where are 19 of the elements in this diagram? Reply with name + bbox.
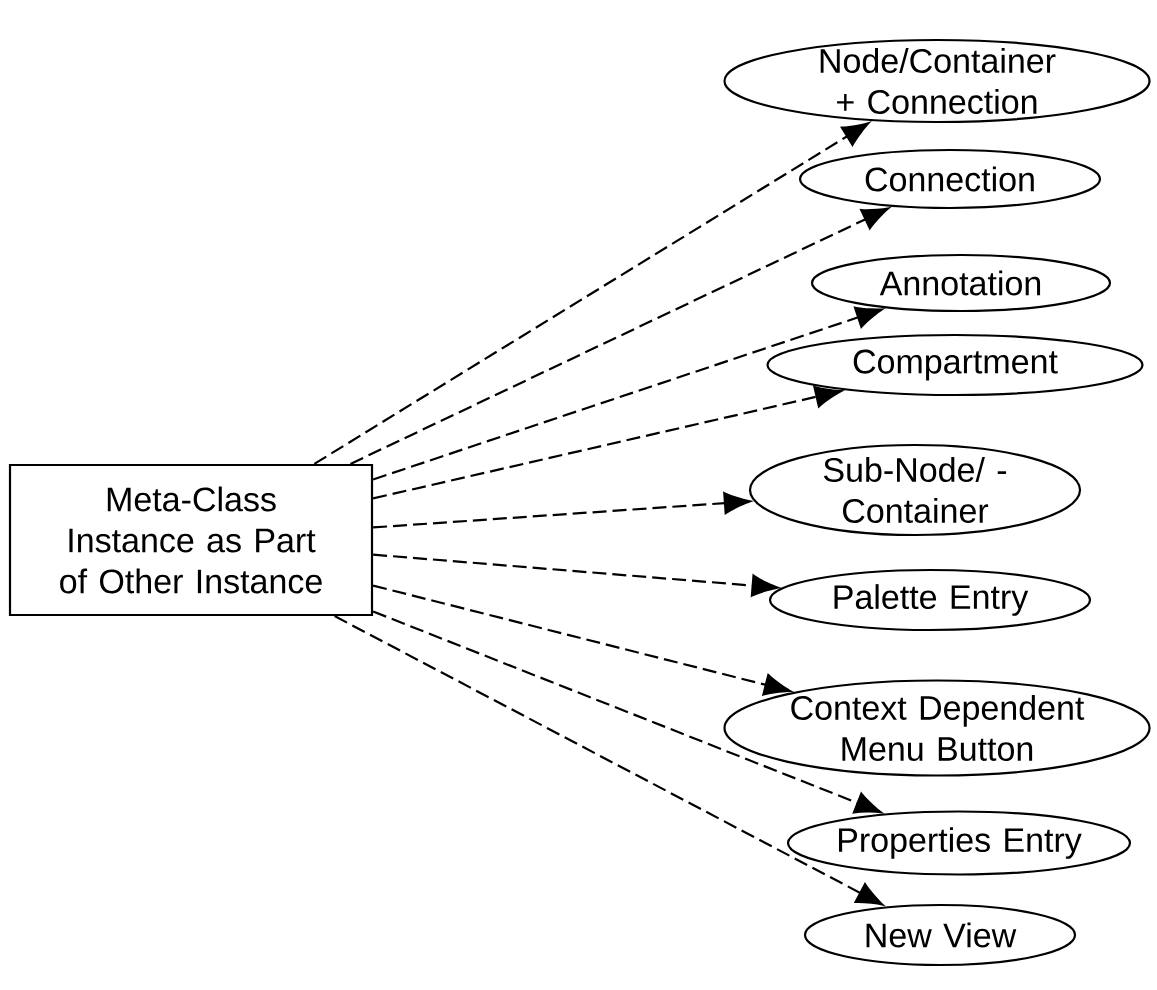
arrow	[372, 385, 842, 500]
ellipse-node: Connection	[798, 148, 1102, 210]
ellipse-node: Properties Entry	[786, 810, 1132, 876]
arrow	[350, 207, 889, 465]
arrow	[372, 306, 883, 481]
arrow	[373, 553, 779, 597]
ellipse-node: Context Dependent Menu Button	[723, 679, 1151, 777]
ellipse-node: Node/Container + Connection	[723, 38, 1151, 124]
arrow	[373, 492, 751, 529]
ellipse-node: Annotation	[810, 253, 1112, 313]
arrow	[372, 610, 882, 814]
arrow	[372, 584, 791, 696]
ellipse-node: New View	[803, 903, 1077, 967]
arrow	[334, 615, 884, 906]
ellipse-node: Palette Entry	[768, 568, 1092, 632]
ellipse-node: Compartment	[766, 333, 1144, 397]
ellipse-node: Sub-Node/ -Container	[748, 443, 1082, 537]
arrow	[313, 122, 870, 465]
process-box: Meta-Class Instance as Part of Other Instance	[8, 463, 374, 617]
